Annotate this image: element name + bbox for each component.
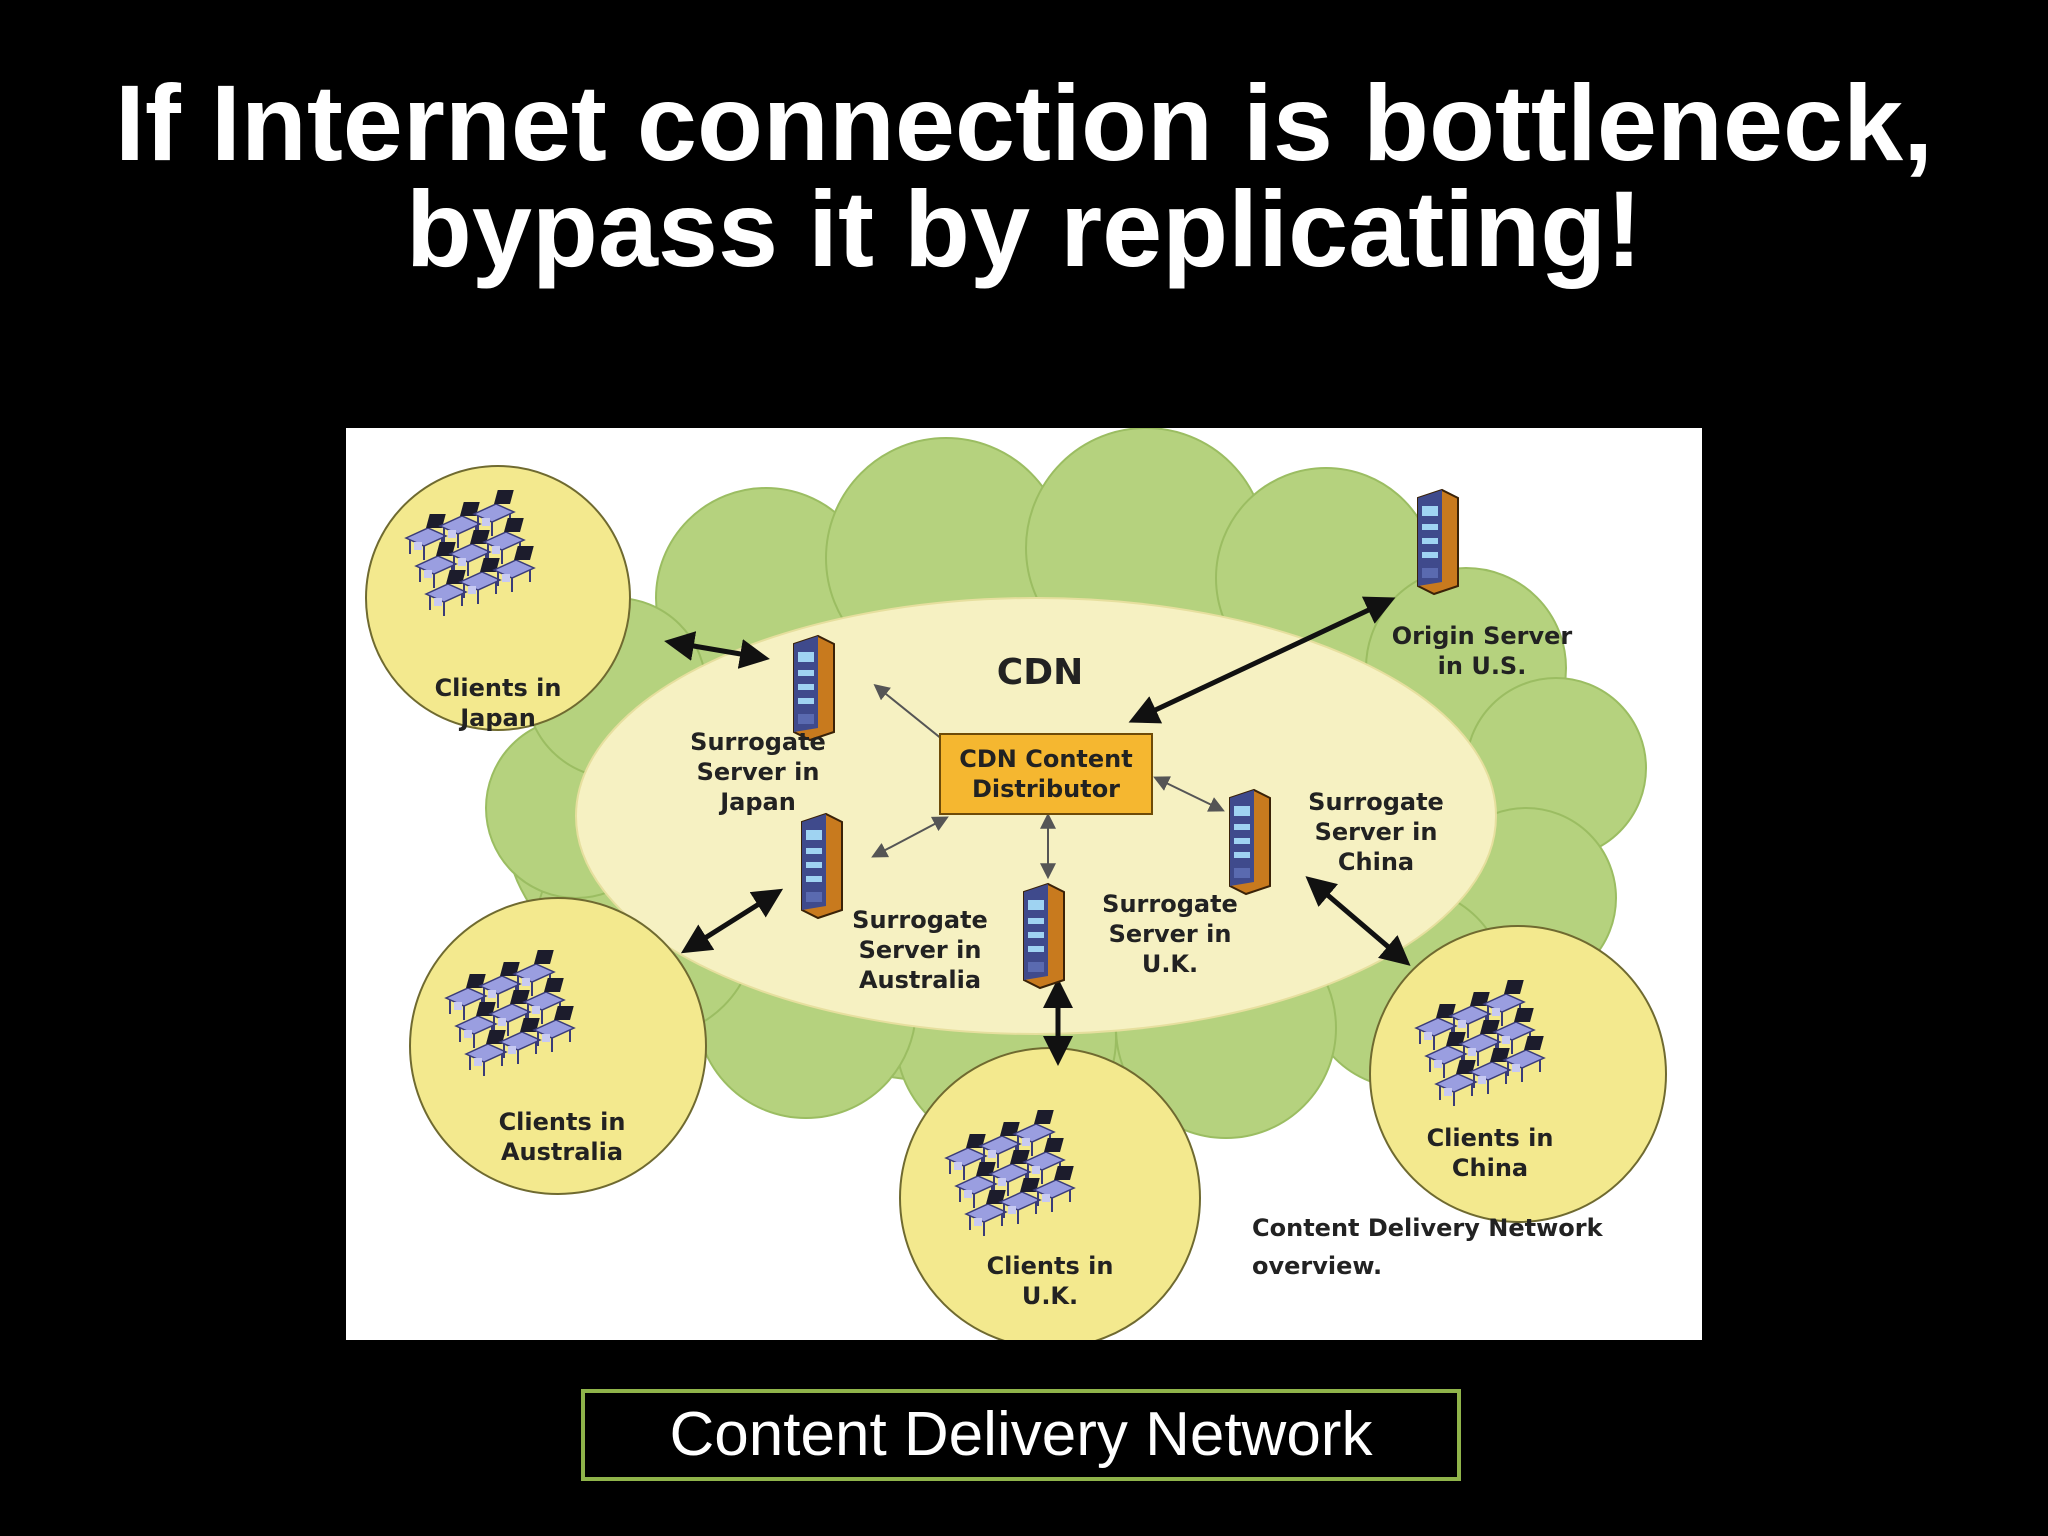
clients-china-line2: China — [1452, 1154, 1528, 1182]
surrogate-japan-line1: Surrogate — [690, 728, 826, 756]
cdn-label: CDN — [997, 652, 1083, 693]
arrow-japan — [664, 631, 770, 669]
figure-caption: Content Delivery Network overview. — [1252, 1214, 1604, 1280]
distributor-box — [939, 733, 1153, 815]
figure-caption-line1: Content Delivery Network — [1252, 1214, 1604, 1242]
svg-text:Distributor: Distributor — [972, 775, 1120, 803]
clients-uk-line1: Clients in — [987, 1252, 1114, 1280]
svg-text:Clients in: Clients in — [499, 1108, 626, 1136]
server-icon — [1229, 789, 1271, 895]
clients-uk-line2: U.K. — [1022, 1282, 1078, 1310]
surrogate-australia-line3: Australia — [859, 966, 981, 994]
svg-text:Surrogate: Surrogate — [1308, 788, 1444, 816]
cdn-diagram: Clients in Japan Clients in Australia Cl… — [346, 428, 1702, 1340]
arrow-origin — [1128, 596, 1396, 724]
link-distributor-china — [1153, 776, 1225, 812]
svg-text:Australia: Australia — [859, 966, 981, 994]
svg-text:China: China — [1452, 1154, 1528, 1182]
clients-australia: Clients in Australia — [409, 897, 707, 1195]
svg-text:China: China — [1338, 848, 1414, 876]
surrogate-china-line3: China — [1338, 848, 1414, 876]
svg-text:Japan: Japan — [718, 788, 796, 816]
clients-china: Clients in China — [1369, 925, 1667, 1223]
clients-japan-line2: Japan — [458, 704, 536, 732]
surrogate-uk-line2: Server in — [1109, 920, 1232, 948]
server-icon — [1417, 489, 1459, 595]
server-icon — [801, 813, 843, 919]
surrogate-china-line1: Surrogate — [1308, 788, 1444, 816]
surrogate-japan-label: Surrogate Server in Japan — [690, 728, 826, 816]
clients-japan: Clients in Japan — [365, 465, 631, 732]
clients-china-line1: Clients in — [1427, 1124, 1554, 1152]
svg-text:CDN Content: CDN Content — [959, 745, 1132, 773]
svg-text:Server in: Server in — [859, 936, 982, 964]
clients-china-circle — [1369, 925, 1667, 1223]
clients-japan-line1: Clients in — [435, 674, 562, 702]
svg-text:Server in: Server in — [1315, 818, 1438, 846]
slide-title-line1: If Internet connection is bottleneck, — [114, 62, 1934, 183]
svg-text:Origin Server: Origin Server — [1392, 622, 1573, 650]
distributor-line1: CDN Content — [959, 745, 1132, 773]
figure-caption-line2: overview. — [1252, 1252, 1382, 1280]
clients-australia-circle — [409, 897, 707, 1195]
surrogate-china-line2: Server in — [1315, 818, 1438, 846]
server-icon — [1023, 883, 1065, 989]
svg-text:Server in: Server in — [1109, 920, 1232, 948]
slide-caption: Content Delivery Network — [581, 1389, 1461, 1481]
arrow-china — [1305, 876, 1411, 966]
distributor-line2: Distributor — [972, 775, 1120, 803]
clients-australia-line2: Australia — [501, 1138, 623, 1166]
surrogate-uk-line1: Surrogate — [1102, 890, 1238, 918]
slide-title: If Internet connection is bottleneck, by… — [0, 62, 2048, 289]
surrogate-australia-label: Surrogate Server in Australia — [852, 906, 988, 994]
svg-text:Clients in: Clients in — [987, 1252, 1114, 1280]
surrogate-australia-line2: Server in — [859, 936, 982, 964]
clients-uk: Clients in U.K. — [899, 1047, 1201, 1340]
svg-text:Surrogate: Surrogate — [690, 728, 826, 756]
svg-text:CDN: CDN — [997, 652, 1083, 693]
clients-australia-line1: Clients in — [499, 1108, 626, 1136]
svg-text:Surrogate: Surrogate — [1102, 890, 1238, 918]
cdn-diagram-svg: Clients in Japan Clients in Australia Cl… — [365, 428, 1667, 1340]
svg-text:Content Delivery Network: Content Delivery Network — [1252, 1214, 1604, 1242]
surrogate-japan-line2: Server in — [697, 758, 820, 786]
svg-text:U.K.: U.K. — [1142, 950, 1198, 978]
cdn-content-distributor: CDN Content Distributor — [939, 733, 1153, 815]
svg-text:Clients in: Clients in — [1427, 1124, 1554, 1152]
surrogate-australia-line1: Surrogate — [852, 906, 988, 934]
svg-text:in U.S.: in U.S. — [1438, 652, 1527, 680]
svg-text:Surrogate: Surrogate — [852, 906, 988, 934]
svg-text:U.K.: U.K. — [1022, 1282, 1078, 1310]
surrogate-china-label: Surrogate Server in China — [1308, 788, 1444, 876]
svg-text:Server in: Server in — [697, 758, 820, 786]
arrow-australia — [680, 888, 784, 954]
surrogate-uk-line3: U.K. — [1142, 950, 1198, 978]
svg-text:overview.: overview. — [1252, 1252, 1382, 1280]
svg-text:Clients in: Clients in — [435, 674, 562, 702]
origin-line2: in U.S. — [1438, 652, 1527, 680]
svg-text:Japan: Japan — [458, 704, 536, 732]
origin-line1: Origin Server — [1392, 622, 1573, 650]
link-distributor-australia — [871, 816, 949, 858]
slide-title-line2: bypass it by replicating! — [405, 168, 1643, 289]
server-icon — [793, 635, 835, 741]
svg-text:Australia: Australia — [501, 1138, 623, 1166]
surrogate-uk-label: Surrogate Server in U.K. — [1102, 890, 1238, 978]
double-arrow-icon — [664, 596, 1411, 1066]
surrogate-japan-line3: Japan — [718, 788, 796, 816]
origin-server-label: Origin Server in U.S. — [1392, 622, 1573, 680]
